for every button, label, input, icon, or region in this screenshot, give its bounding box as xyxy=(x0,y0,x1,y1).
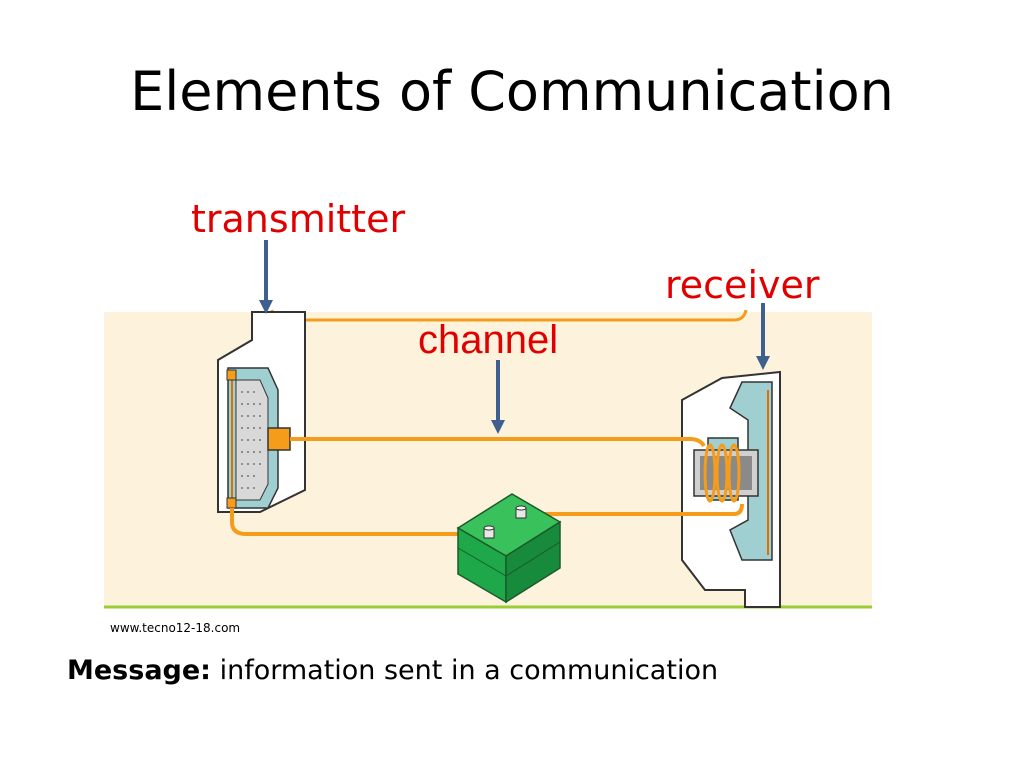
channel-label: channel xyxy=(418,318,559,362)
transmitter-label: transmitter xyxy=(191,197,406,241)
battery xyxy=(456,493,562,604)
receiver-label: receiver xyxy=(665,263,820,307)
source-caption: www.tecno12-18.com xyxy=(110,621,241,635)
receiver-arrow xyxy=(756,303,770,370)
channel-arrow xyxy=(491,360,505,434)
bottom-wire-left xyxy=(230,508,458,536)
message-term: Message: xyxy=(67,655,211,686)
wires xyxy=(230,437,744,536)
transmitter-device xyxy=(217,311,306,513)
bottom-wire-right xyxy=(520,503,744,516)
transmitter-arrow xyxy=(259,240,273,314)
receiver-device xyxy=(681,370,781,608)
message-text: information sent in a communication xyxy=(219,655,719,686)
top-wire xyxy=(290,437,706,448)
slide-title: Elements of Communication xyxy=(130,60,894,123)
message-definition: Message: information sent in a communica… xyxy=(67,655,718,686)
